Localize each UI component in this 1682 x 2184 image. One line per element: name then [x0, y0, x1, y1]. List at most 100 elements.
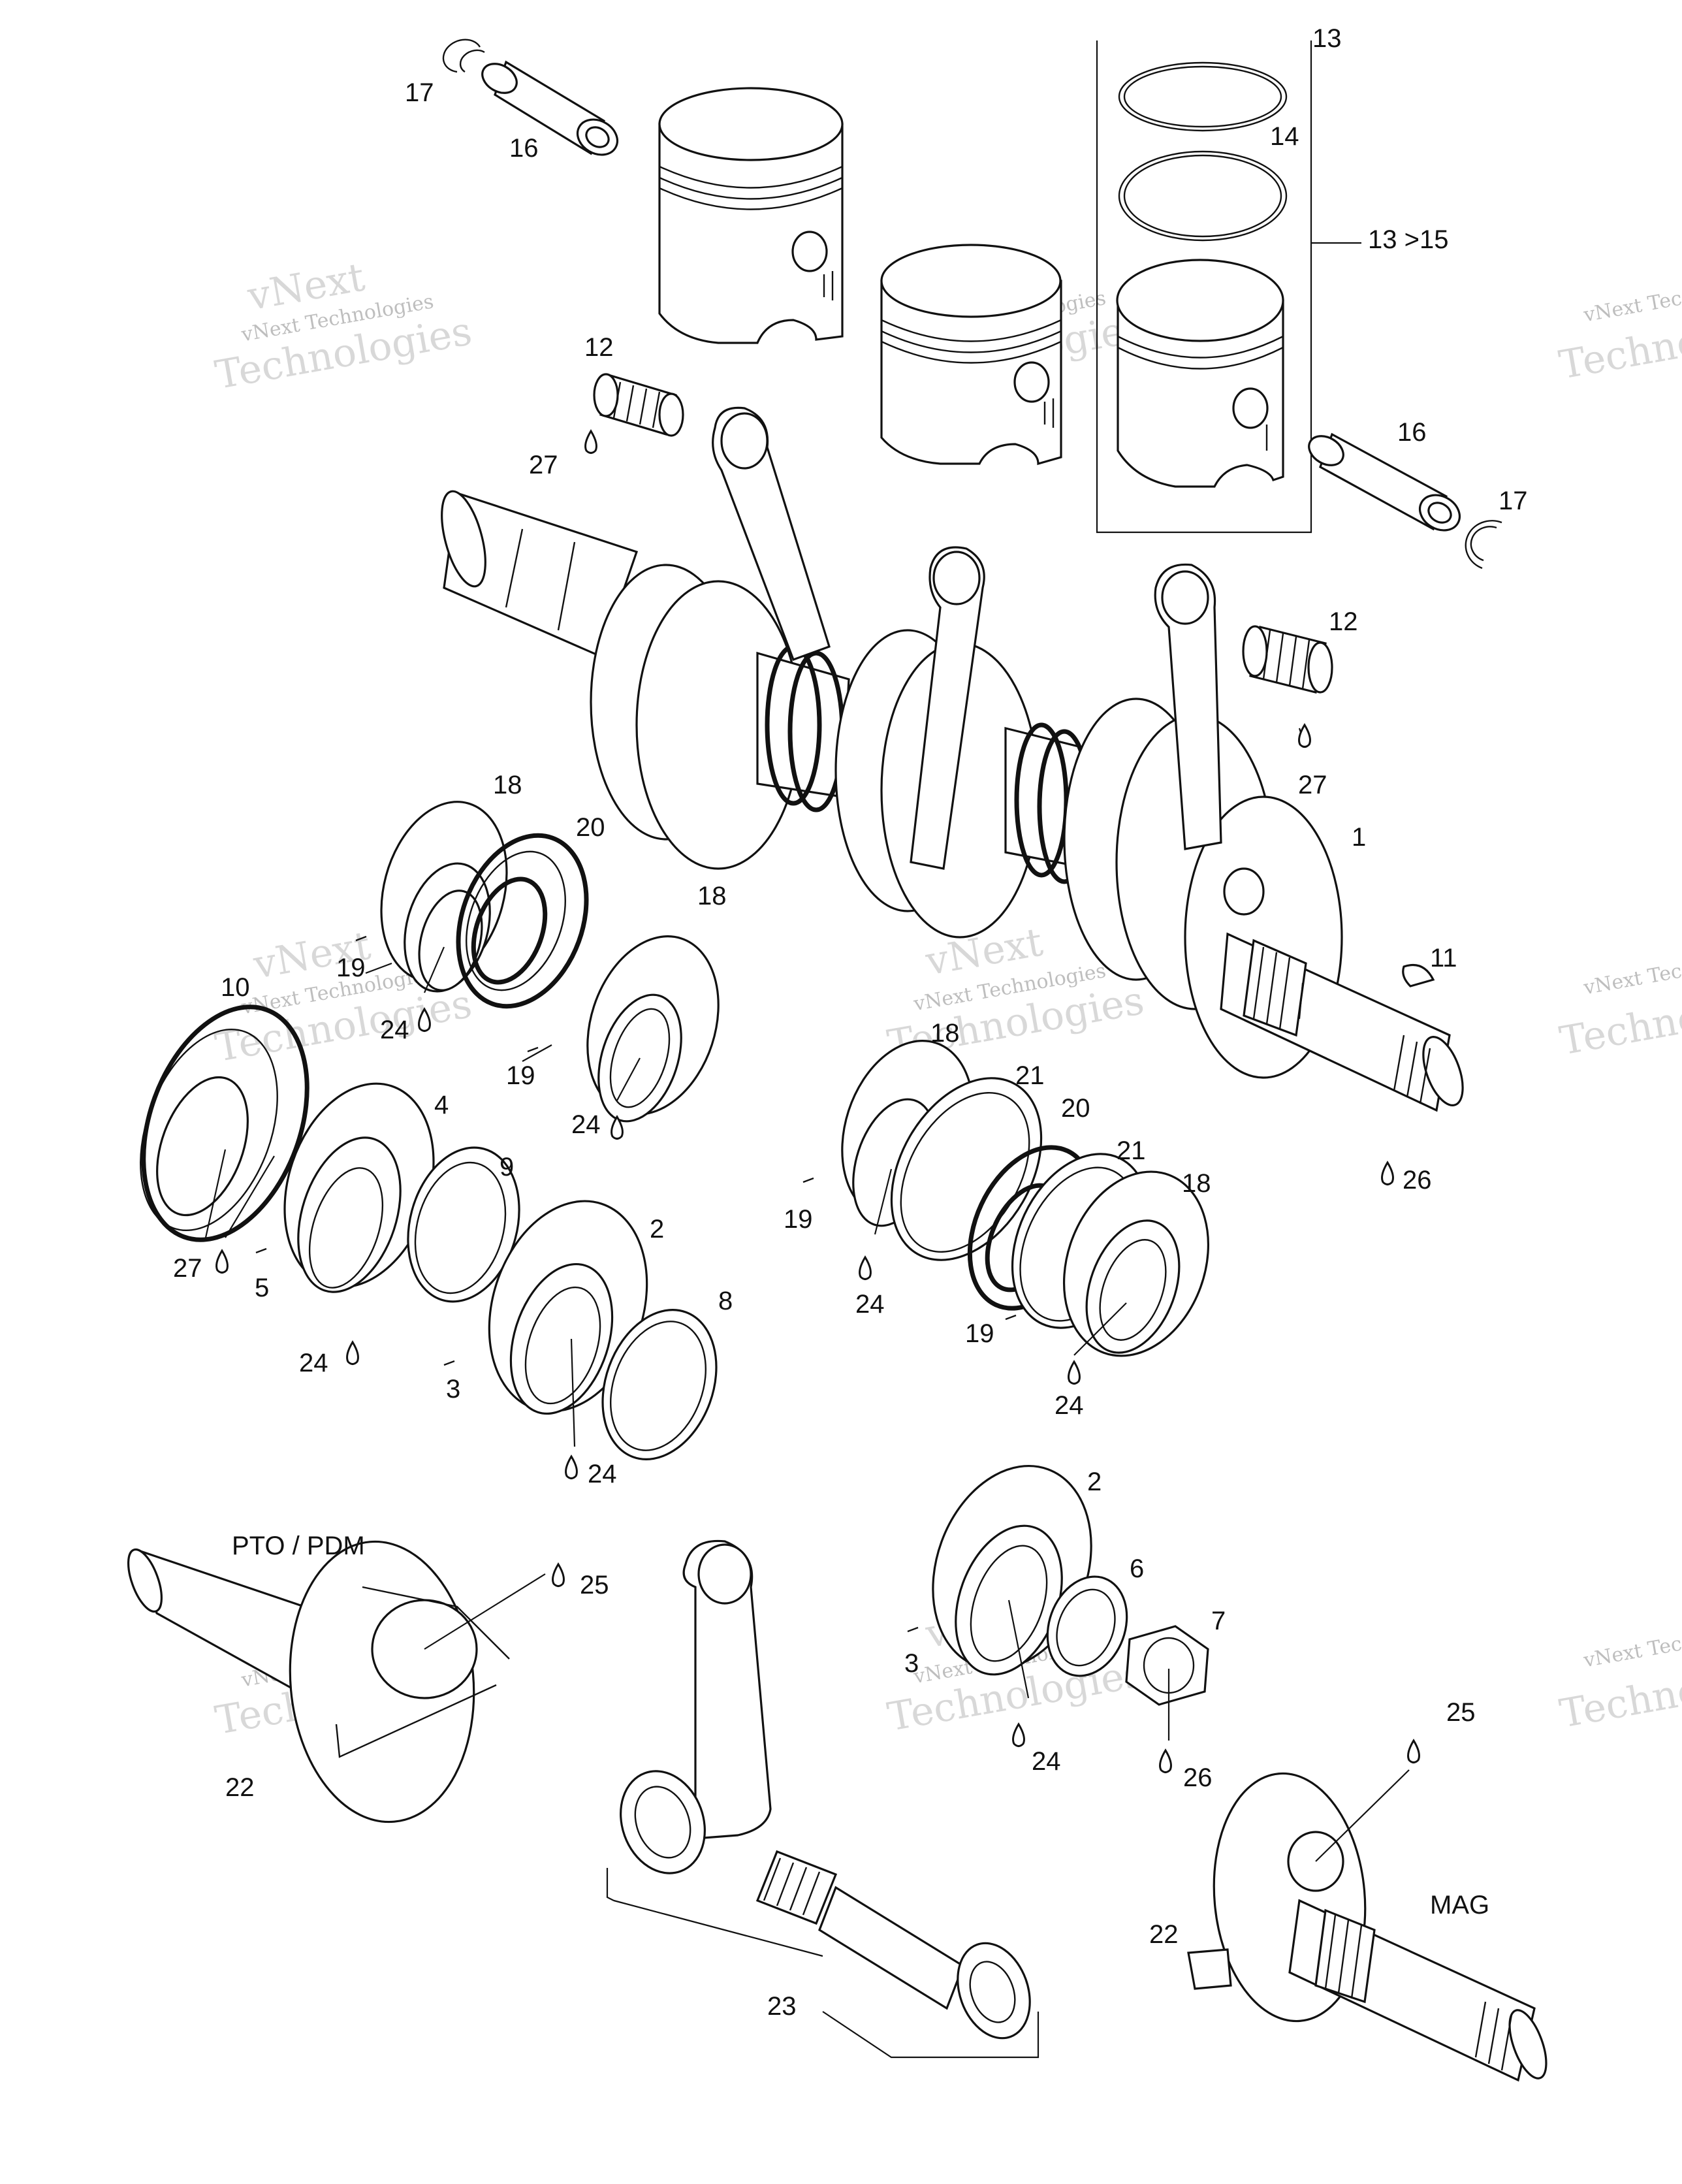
pto-label: PTO / PDM — [232, 1532, 365, 1560]
callout-18-middle: 18 — [930, 1019, 960, 1048]
dowel-pins — [255, 935, 1017, 1633]
woodruff-key-11 — [1402, 963, 1435, 988]
callout-12-right: 12 — [1329, 607, 1358, 636]
callout-labels: 1 2 2 3 3 4 5 6 7 8 9 10 11 12 12 13 14 … — [173, 24, 1528, 2021]
drop-icon — [552, 1562, 565, 1587]
drop-icon — [611, 1115, 624, 1140]
callout-3-left: 3 — [446, 1375, 460, 1404]
callout-25-pto: 25 — [580, 1571, 609, 1599]
ring-21-top — [890, 1077, 1043, 1261]
bearing-18-left — [586, 935, 720, 1123]
circlip-17-left — [442, 39, 485, 73]
callout-5: 5 — [255, 1274, 269, 1302]
drop-icon — [1407, 1739, 1420, 1763]
callout-24-f: 24 — [1055, 1391, 1084, 1420]
callout-17-right: 17 — [1499, 487, 1528, 515]
piston-left — [658, 87, 844, 344]
wrist-pin-16-left — [481, 60, 619, 156]
ring-9 — [407, 1146, 520, 1303]
leader-lines — [204, 728, 1410, 1862]
watermark-1: vNext vNext Technologies Technologies — [212, 254, 475, 398]
callout-6: 6 — [1130, 1554, 1144, 1583]
watermark-edge-technologies: Technolo — [1557, 1661, 1682, 1737]
washer-6 — [1046, 1575, 1128, 1677]
callout-24-e: 24 — [855, 1290, 885, 1319]
drop-icon — [1012, 1722, 1025, 1747]
callout-26-top: 26 — [1403, 1166, 1432, 1195]
watermark-edge-company: vNext Tec — [1581, 287, 1682, 327]
circlip-17-right — [1465, 520, 1502, 570]
callout-2-bottom: 2 — [1087, 1468, 1102, 1496]
drop-icon — [859, 1255, 872, 1280]
drop-icon — [1068, 1360, 1081, 1385]
mag-crank-half-22 — [1187, 1772, 1547, 2082]
drop-icon — [1381, 1161, 1394, 1185]
wrist-pin-16-right — [1308, 432, 1461, 532]
callout-12-left: 12 — [584, 333, 614, 362]
drop-icon — [1159, 1748, 1172, 1773]
bearing-2-left — [488, 1200, 648, 1415]
callout-3-bottom: 3 — [904, 1649, 919, 1678]
callout-13: 13 — [1312, 24, 1342, 53]
piston-right — [1116, 259, 1284, 488]
seal-10 — [140, 1004, 309, 1242]
callout-26-bottom: 26 — [1183, 1763, 1213, 1792]
callout-27-left: 27 — [529, 451, 558, 479]
callout-18-top-left: 18 — [493, 771, 522, 799]
callout-9: 9 — [500, 1153, 514, 1181]
callout-23: 23 — [767, 1992, 797, 2021]
callout-16-left: 16 — [509, 134, 539, 163]
needle-bearing-12-left — [593, 373, 684, 437]
callout-17-left: 17 — [405, 78, 434, 107]
callout-1: 1 — [1352, 823, 1366, 852]
watermark-9: vNext Tec Technolo — [1557, 1633, 1682, 1737]
bearing-18-top-left — [380, 801, 508, 993]
callout-18-left: 18 — [697, 882, 727, 910]
callout-22-mag: 22 — [1149, 1920, 1179, 1949]
callout-24-b: 24 — [571, 1110, 601, 1139]
callout-25-mag: 25 — [1446, 1698, 1476, 1727]
connecting-rod-kit-23 — [606, 1539, 1039, 2059]
piston-ring-13 — [1118, 61, 1288, 132]
callout-19-left: 19 — [506, 1061, 535, 1090]
callout-24-g: 24 — [1032, 1747, 1061, 1776]
drop-icon — [584, 429, 597, 454]
callout-20-left: 20 — [576, 813, 605, 842]
drop-icon — [418, 1007, 431, 1032]
seal-20-left — [456, 833, 589, 1009]
watermark-edge-company: vNext Tec — [1581, 960, 1682, 1000]
watermark-edge-technologies: Technolo — [1557, 988, 1682, 1064]
drop-icon — [565, 1454, 578, 1479]
callout-19-middle: 19 — [784, 1205, 813, 1234]
callout-10: 10 — [221, 973, 250, 1002]
callout-27-bottom: 27 — [173, 1254, 202, 1283]
callout-24-d: 24 — [588, 1460, 617, 1488]
callout-7: 7 — [1211, 1607, 1226, 1635]
callout-13-to-15: 13 >15 — [1368, 225, 1448, 254]
ring-8 — [601, 1309, 718, 1460]
callout-24-c: 24 — [299, 1349, 328, 1377]
callout-4: 4 — [434, 1091, 449, 1119]
piston-middle — [880, 244, 1062, 466]
piston-kit-box — [1096, 40, 1361, 534]
callout-20-middle: 20 — [1061, 1094, 1090, 1123]
drop-icon — [346, 1340, 359, 1365]
callout-19-right: 19 — [965, 1319, 994, 1348]
callout-2-left: 2 — [650, 1215, 664, 1244]
callout-19-top-left: 19 — [336, 954, 366, 982]
drop-icon — [215, 1249, 229, 1274]
watermark-6: vNext Tec Technolo — [1557, 960, 1682, 1065]
watermark-edge-technologies: Technolo — [1556, 312, 1682, 388]
callout-14: 14 — [1270, 122, 1299, 151]
watermark-3: vNext Tec Technolo — [1556, 287, 1682, 389]
callout-8: 8 — [718, 1287, 733, 1315]
callout-27-right: 27 — [1298, 771, 1327, 799]
lubricant-drops — [215, 429, 1420, 1773]
nut-7 — [1125, 1625, 1209, 1706]
callout-21-bottom: 21 — [1117, 1136, 1146, 1165]
callout-22-pto: 22 — [225, 1773, 255, 1802]
callout-18-right: 18 — [1182, 1169, 1211, 1198]
callout-21-top: 21 — [1015, 1061, 1045, 1090]
callout-11: 11 — [1430, 944, 1457, 972]
